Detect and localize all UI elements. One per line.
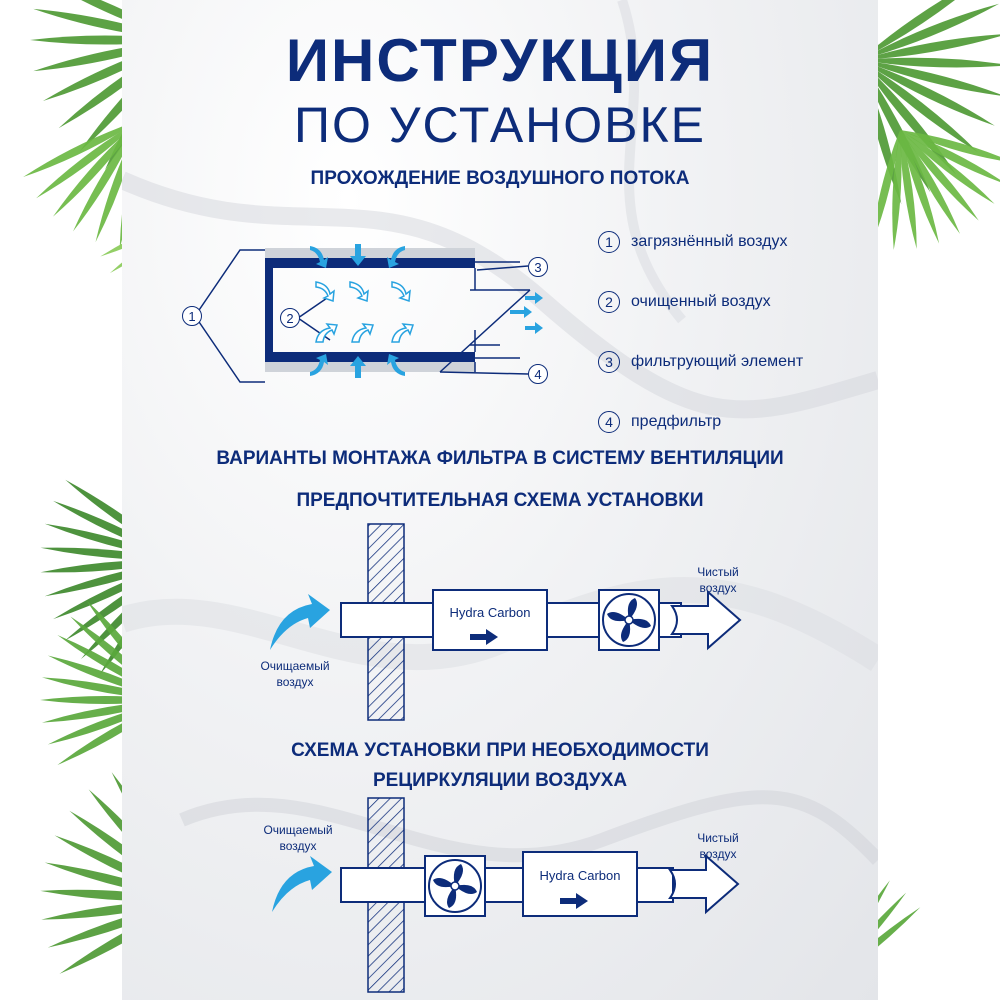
page-title: ИНСТРУКЦИЯ — [285, 27, 715, 94]
inlet-label: Очищаемый воздух — [250, 822, 346, 854]
section-title-mounting: ВАРИАНТЫ МОНТАЖА ФИЛЬТРА В СИСТЕМУ ВЕНТИ… — [216, 448, 784, 469]
leader-line-3 — [476, 265, 529, 271]
outlet-label: Чистый воздух — [678, 564, 758, 596]
diagram-number-3: 3 — [528, 257, 548, 277]
section-title-airflow: ПРОХОЖДЕНИЕ ВОЗДУШНОГО ПОТОКА — [310, 168, 690, 189]
curved-arrow-icon — [272, 856, 332, 912]
outline-arrow-icon — [670, 589, 742, 651]
outline-arrow-icon — [668, 853, 740, 915]
section-title-recirculation-line2: РЕЦИРКУЛЯЦИИ ВОЗДУХА — [372, 770, 628, 791]
section-title-preferred: ПРЕДПОЧТИТЕЛЬНАЯ СХЕМА УСТАНОВКИ — [296, 490, 704, 511]
fan-icon — [428, 859, 482, 913]
outlet-arrows — [510, 292, 543, 334]
diagram-number-1: 1 — [182, 306, 202, 326]
instruction-card — [122, 0, 878, 1000]
filter-end-cap — [265, 258, 273, 362]
section-title-recirculation: СХЕМА УСТАНОВКИ ПРИ НЕОБХОДИМОСТИ РЕЦИРК… — [0, 736, 1000, 796]
filter-wall-top — [265, 258, 475, 268]
inlet-label-line1: Очищаемый — [263, 823, 333, 837]
outlet-label-line1: Чистый — [697, 831, 739, 845]
legend-item: 1 загрязнённый воздух — [598, 212, 868, 272]
page-title-line2: ПО УСТАНОВКЕ — [294, 97, 706, 153]
leader-line-1 — [194, 249, 265, 383]
outlet-label-line1: Чистый — [697, 565, 739, 579]
legend-item: 3 фильтрующий элемент — [598, 332, 868, 392]
inlet-label-line1: Очищаемый — [260, 659, 330, 673]
dirty-air-arrows — [310, 244, 405, 378]
clean-air-arrows — [315, 281, 415, 343]
legend-item: 2 очищенный воздух — [598, 272, 868, 332]
leader-line-4 — [439, 371, 529, 375]
filter-direction-arrow — [560, 893, 588, 909]
outlet-label: Чистый воздух — [678, 830, 758, 862]
filter-brand-label: Hydra Carbon — [449, 605, 531, 620]
filter-cross-section — [265, 248, 531, 373]
inlet-label: Очищаемый воздух — [250, 658, 340, 690]
legend-number: 4 — [598, 411, 620, 433]
legend-item: 4 предфильтр — [598, 392, 868, 452]
legend-number: 3 — [598, 351, 620, 373]
marble-texture — [122, 0, 878, 865]
legend-label: очищенный воздух — [631, 293, 771, 310]
curved-arrow-icon — [270, 594, 330, 650]
diagram-number-2: 2 — [280, 308, 300, 328]
filter-direction-arrow — [470, 629, 498, 645]
outlet-label-line2: воздух — [699, 847, 737, 861]
fan-icon — [602, 593, 656, 647]
legend: 1 загрязнённый воздух 2 очищенный воздух… — [598, 212, 868, 452]
filter-wall-bottom — [265, 352, 475, 362]
legend-label: загрязнённый воздух — [631, 233, 788, 250]
legend-label: фильтрующий элемент — [631, 353, 804, 370]
legend-number: 2 — [598, 291, 620, 313]
outlet-label-line2: воздух — [699, 581, 737, 595]
legend-number: 1 — [598, 231, 620, 253]
duct — [340, 851, 674, 917]
section-title-recirculation-line1: СХЕМА УСТАНОВКИ ПРИ НЕОБХОДИМОСТИ — [291, 740, 709, 761]
inlet-label-line2: воздух — [279, 839, 317, 853]
diagram-number-4: 4 — [528, 364, 548, 384]
inlet-label-line2: воздух — [276, 675, 314, 689]
filter-brand-label: Hydra Carbon — [539, 868, 621, 883]
legend-label: предфильтр — [631, 413, 722, 430]
